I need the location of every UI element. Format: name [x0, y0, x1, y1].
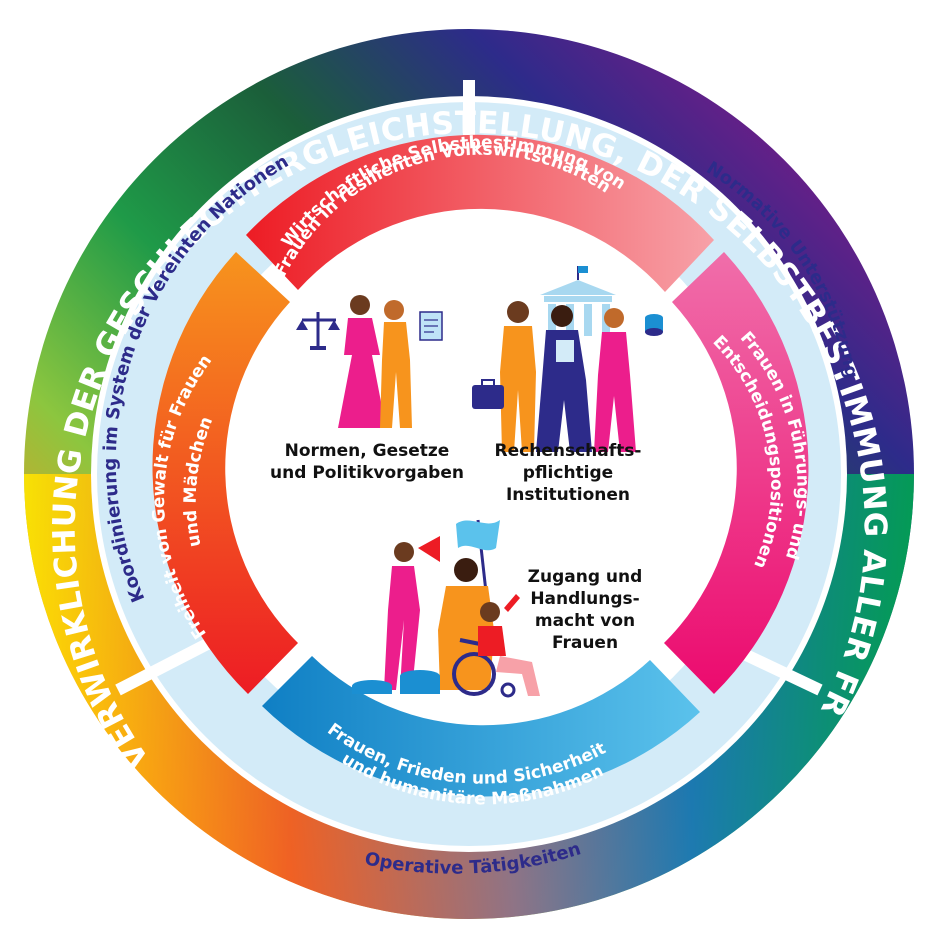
access-illustration [352, 519, 540, 698]
megaphone-icon [418, 536, 440, 562]
label-institutions: Rechenschafts- pflichtige Institutionen [494, 441, 642, 506]
flag-icon [456, 519, 500, 593]
segment-leadership [664, 252, 809, 694]
label-norms: Normen, Gesetze und Politikvorgaben [270, 441, 464, 484]
institutions-illustration [472, 266, 663, 452]
label-access: Zugang und Handlungs- macht von Frauen [527, 567, 643, 654]
segment-peace-security [262, 656, 700, 797]
document-icon [419, 311, 443, 341]
briefcase-icon [472, 379, 504, 409]
segment-freedom-from-violence [152, 252, 298, 694]
coins-icon [352, 670, 440, 694]
scales-icon [296, 312, 340, 350]
database-icon [645, 314, 663, 336]
norms-illustration [296, 295, 443, 428]
inner-ring [152, 134, 809, 797]
segment-economic-empowerment [246, 134, 714, 292]
